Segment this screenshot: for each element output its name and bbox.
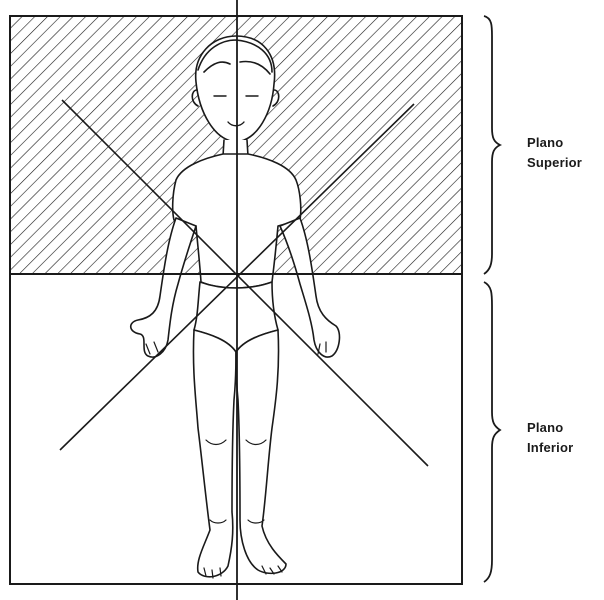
lower-plane-label-line-2: Inferior	[527, 438, 573, 458]
child-leg-right	[236, 330, 286, 573]
lower-bracket	[484, 282, 500, 582]
upper-plane-label-line-2: Superior	[527, 153, 582, 173]
upper-plane-label-line-1: Plano	[527, 133, 582, 153]
child-leg-left	[193, 330, 236, 577]
upper-plane-label: Plano Superior	[527, 133, 582, 173]
lower-plane-label: Plano Inferior	[527, 418, 573, 458]
lower-plane-label-line-1: Plano	[527, 418, 573, 438]
upper-bracket	[484, 16, 500, 274]
